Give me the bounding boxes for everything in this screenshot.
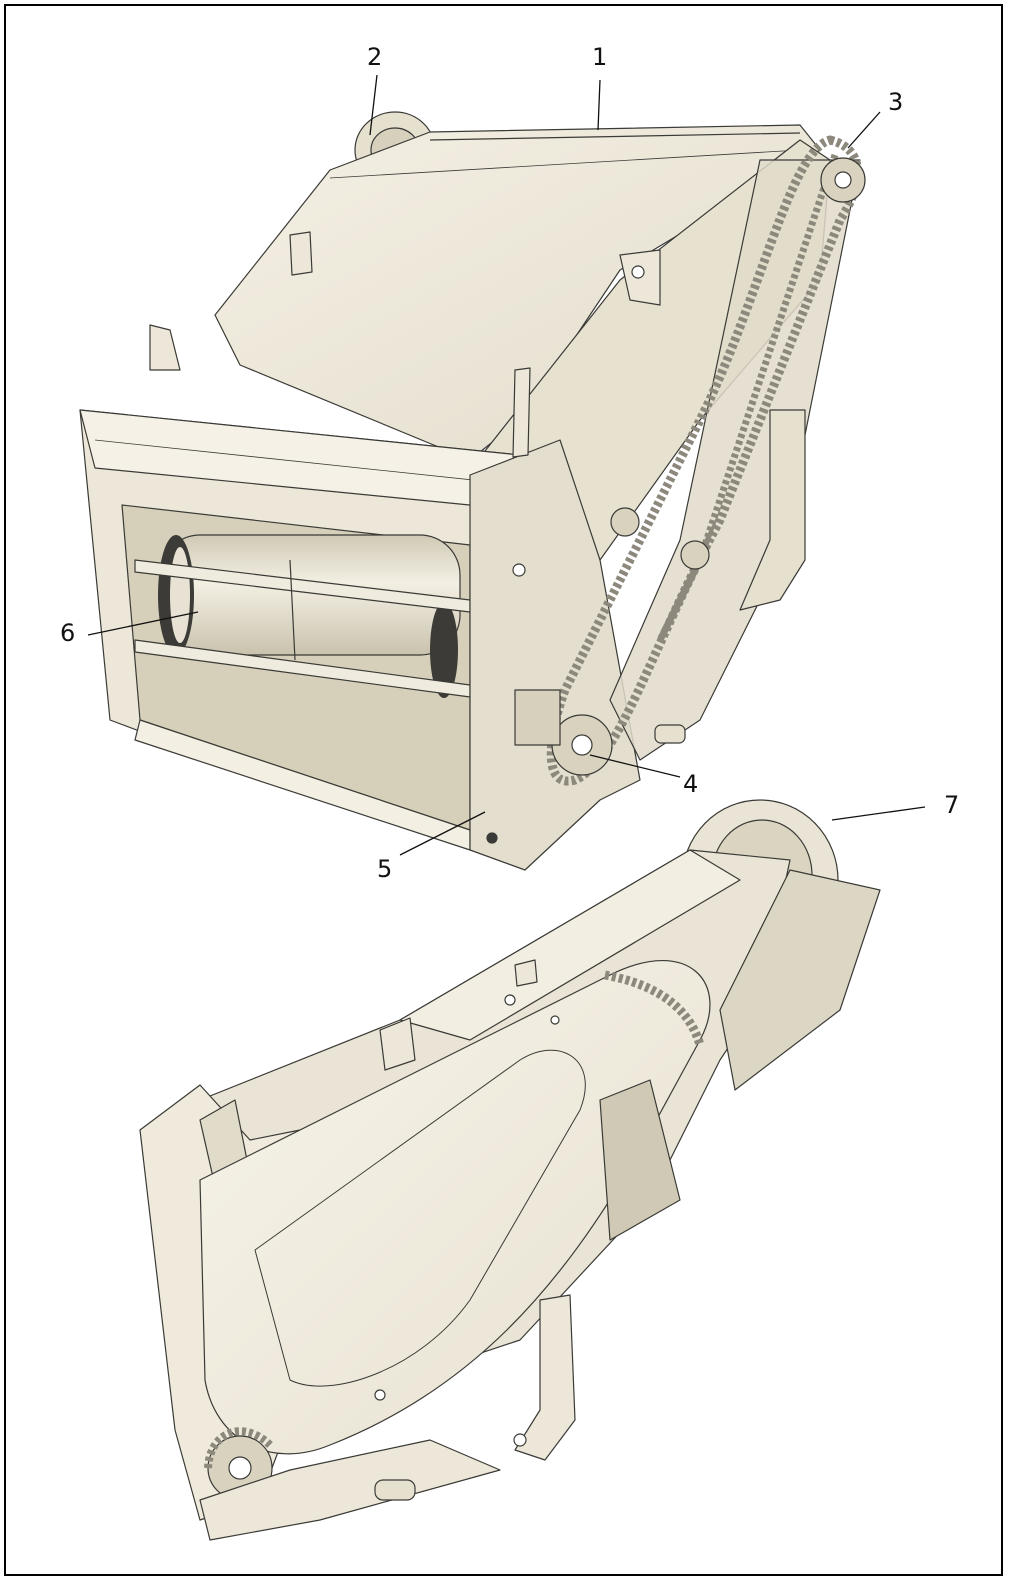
- leader-1: [597, 79, 601, 131]
- leader-2: [369, 74, 378, 136]
- deflector-plate: [719, 869, 881, 1091]
- callout-7: 7: [944, 791, 959, 819]
- leader-4: [589, 754, 681, 778]
- lower-feeder-assembly: [139, 799, 881, 1541]
- leader-5: [399, 811, 486, 856]
- callout-5: 5: [377, 855, 392, 883]
- upper-feeder-assembly: [79, 111, 866, 871]
- leader-7: [831, 806, 926, 821]
- callout-6: 6: [60, 619, 75, 647]
- callout-3: 3: [888, 88, 903, 116]
- callout-1: 1: [592, 43, 607, 71]
- support-strut: [514, 1294, 576, 1461]
- callout-leaders: [87, 74, 926, 856]
- callout-2: 2: [367, 43, 382, 71]
- leader-3: [847, 111, 881, 149]
- drive-chain: [546, 135, 862, 786]
- callout-numbers: 1 2 3 4 5 6 7: [60, 43, 959, 883]
- leader-6: [87, 611, 199, 636]
- callout-4: 4: [683, 770, 698, 798]
